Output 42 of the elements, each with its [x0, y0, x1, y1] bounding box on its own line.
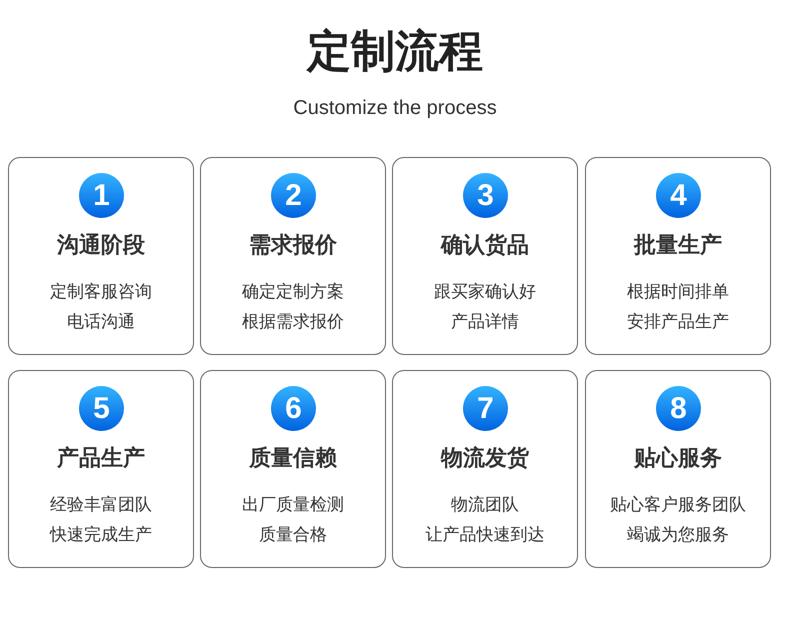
step-description: 质量合格 — [258, 524, 328, 547]
subtitle: Customize the process — [292, 97, 498, 120]
step-number-badge: 5 — [79, 386, 124, 431]
step-heading: 批量生产 — [632, 232, 723, 260]
step-heading: 确认货品 — [439, 232, 530, 260]
step-card — [585, 157, 771, 355]
step-number-badge: 6 — [271, 386, 316, 431]
step-description: 定制客服咨询 — [49, 281, 153, 304]
step-heading: 贴心服务 — [632, 444, 723, 473]
step-description: 确定定制方案 — [241, 281, 345, 304]
step-number-badge: 4 — [656, 173, 701, 218]
step-description: 跟买家确认好 — [433, 281, 537, 304]
step-card — [585, 370, 771, 568]
step-card — [392, 370, 578, 568]
step-description: 经验丰富团队 — [49, 494, 153, 517]
step-description: 快速完成生产 — [48, 524, 153, 547]
step-description: 根据需求报价 — [241, 311, 345, 334]
step-card — [8, 370, 194, 568]
step-description: 物流团队 — [450, 494, 520, 517]
step-description: 产品详情 — [450, 311, 520, 334]
step-heading: 沟通阶段 — [56, 232, 146, 260]
step-card — [200, 157, 386, 355]
step-description: 根据时间排单 — [626, 281, 730, 304]
step-heading: 质量信赖 — [248, 445, 338, 473]
step-number-badge: 8 — [656, 386, 701, 431]
step-card — [392, 157, 578, 355]
step-description: 安排产品生产 — [626, 311, 730, 334]
step-description: 电话沟通 — [66, 311, 136, 334]
step-number-badge: 1 — [79, 173, 124, 218]
step-card — [8, 157, 194, 355]
step-heading: 需求报价 — [248, 232, 338, 260]
step-number-badge: 2 — [271, 173, 316, 218]
step-heading: 物流发货 — [440, 444, 530, 473]
step-description: 让产品快速到达 — [424, 524, 546, 547]
step-description: 竭诚为您服务 — [626, 524, 730, 547]
step-number-badge: 3 — [463, 173, 508, 218]
step-number-badge: 7 — [463, 386, 508, 431]
title: 定制流程 — [305, 25, 484, 79]
step-description: 贴心客户服务团队 — [609, 494, 747, 517]
step-heading: 产品生产 — [56, 445, 146, 473]
step-card — [200, 370, 386, 568]
step-description: 出厂质量检测 — [241, 494, 345, 517]
